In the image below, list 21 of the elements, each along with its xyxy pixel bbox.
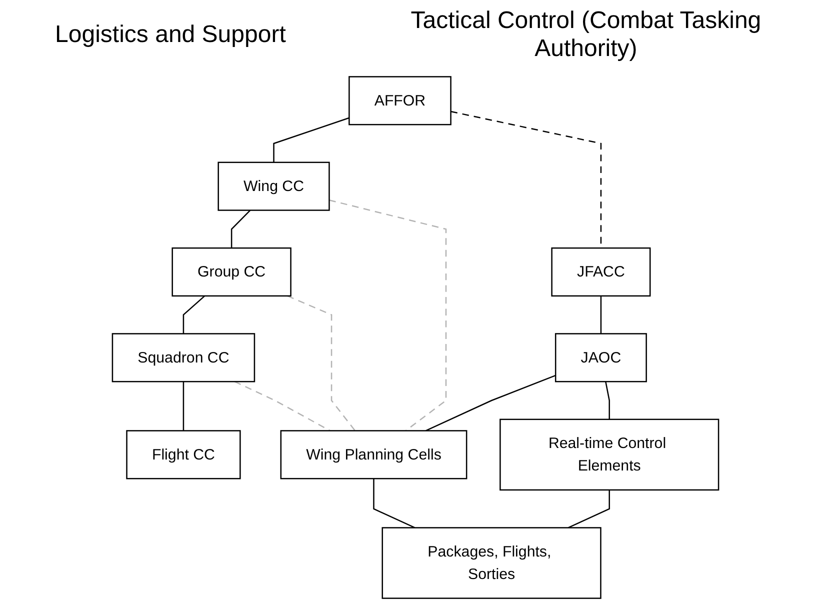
connector [287,295,356,432]
connector [605,381,610,420]
node-box: JFACC [551,247,651,297]
column-heading: Logistics and Support [55,21,286,49]
node-box: Packages, Flights, Sorties [382,527,602,599]
node-box: Wing CC [218,162,330,211]
connector [230,210,251,248]
node-box: Group CC [172,247,292,297]
node-box: Squadron CC [112,333,256,382]
node-box: JAOC [554,333,647,382]
node-box: Real-time Control Elements [500,418,720,491]
connector [182,295,206,334]
connector [600,296,602,334]
node-box: Flight CC [126,430,241,480]
connector [182,382,184,431]
connector [273,117,350,162]
node-box: AFFOR [348,76,452,126]
node-box: Wing Planning Cells [280,430,468,480]
connector [426,374,556,432]
connector [568,490,610,528]
column-heading: Tactical Control (Combat Tasking Authority) [410,7,762,63]
